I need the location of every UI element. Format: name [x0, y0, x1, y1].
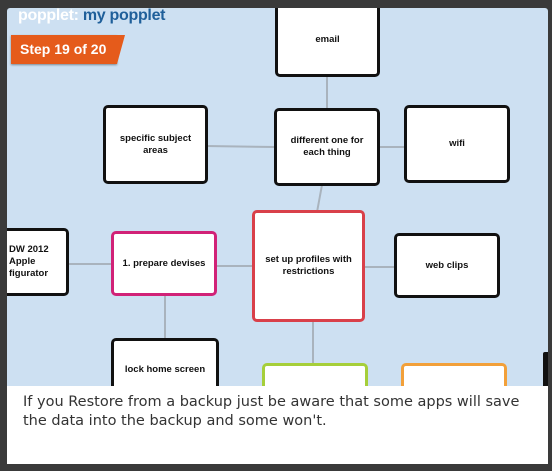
connector-line — [316, 184, 323, 213]
brand-separator: : — [73, 8, 83, 24]
popple-apple-configurator-line-3: figurator — [9, 268, 49, 279]
popple-green-partial[interactable] — [262, 363, 368, 386]
popple-lock-home-screen[interactable]: lock home screen — [111, 338, 219, 386]
popple-set-up-profiles[interactable]: set up profiles with restrictions — [252, 210, 365, 322]
popple-apple-configurator-line-2: Apple — [9, 256, 36, 267]
popple-different-one-text: different one for each thing — [290, 135, 364, 158]
connector-lines — [68, 73, 406, 364]
popple-wifi[interactable]: wifi — [404, 105, 510, 183]
step-badge-text: Step 19 of 20 — [20, 41, 107, 57]
popple-specific-subject-text: specific subject areas — [119, 132, 192, 156]
popple-email[interactable]: email — [275, 8, 380, 77]
popple-web-clips-text: web clips — [425, 259, 469, 271]
popple-apple-configurator[interactable]: DW 2012 Apple figurator — [7, 228, 69, 296]
popple-apple-configurator-line-1: DW 2012 — [9, 244, 49, 255]
popple-different-one-for-each-thing[interactable]: different one for each thing — [274, 108, 380, 186]
popple-prepare-devises[interactable]: 1. prepare devises — [111, 231, 217, 296]
brand-name: popplet — [18, 8, 74, 24]
step-badge: Step 19 of 20 — [11, 35, 125, 64]
connector-line — [205, 145, 276, 148]
popplet-logo: popplet: my popplet — [18, 8, 166, 24]
popple-lock-home-screen-text: lock home screen — [124, 364, 206, 375]
board-title: my popplet — [82, 8, 166, 24]
caption-text: If you Restore from a backup just be awa… — [23, 394, 520, 429]
popple-orange-partial[interactable] — [401, 363, 507, 386]
popplet-canvas[interactable]: email different one for each thing speci… — [7, 8, 548, 386]
popple-set-up-profiles-text: set up profiles with restrictions — [265, 254, 352, 277]
popple-email-text: email — [315, 33, 340, 45]
popple-wifi-text: wifi — [449, 138, 465, 149]
caption-panel: If you Restore from a backup just be awa… — [7, 386, 548, 464]
popple-prepare-devises-text: 1. prepare devises — [122, 257, 206, 269]
popple-web-clips[interactable]: web clips — [394, 233, 500, 298]
popple-specific-subject-areas[interactable]: specific subject areas — [103, 105, 208, 184]
popple-apple-configurator-text: DW 2012 Apple figurator — [9, 244, 49, 280]
popple-edge-partial — [543, 352, 548, 386]
